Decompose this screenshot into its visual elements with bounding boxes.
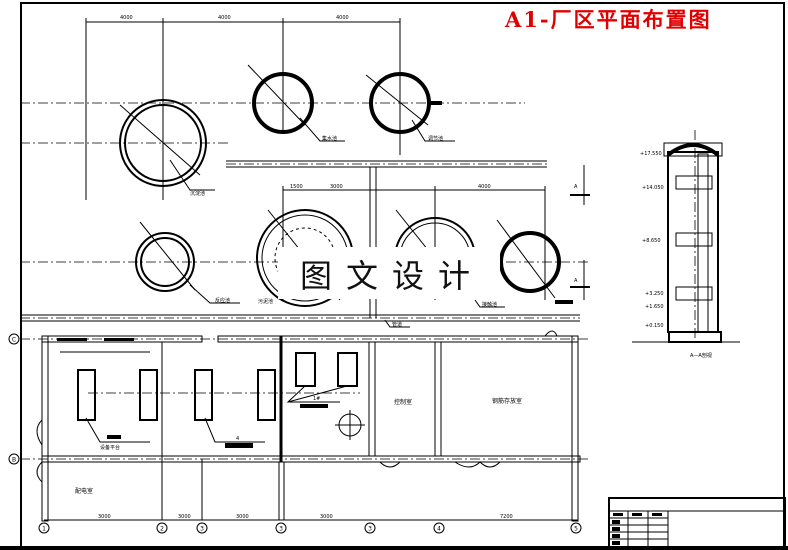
svg-text:3000: 3000 <box>320 514 333 520</box>
tag <box>300 404 328 408</box>
level-label: +8.650 <box>642 238 661 244</box>
dim-label: 4000 <box>336 15 349 21</box>
axis-bubble: 3 <box>364 522 376 534</box>
tank-3: 调节池 <box>365 72 455 142</box>
tank-2: 集水池 <box>247 64 345 142</box>
dim-label: 4000 <box>218 15 231 21</box>
svg-text:7200: 7200 <box>500 514 513 520</box>
axis-bubble: 3 <box>196 522 208 534</box>
row-axis-c: C <box>8 333 20 345</box>
bottom-dimensions: 3000 3000 3000 3000 7200 <box>98 514 513 520</box>
label-control-room: 控制室 <box>394 398 412 406</box>
level-label: +3.250 <box>645 291 664 297</box>
axis-bubble: 4 <box>433 522 445 534</box>
svg-text:2: 2 <box>160 526 164 533</box>
svg-text:5: 5 <box>574 526 578 533</box>
column-axes: 1 2 3 3 3 4 5 <box>38 522 582 534</box>
leader <box>85 417 150 443</box>
dim-label: 4000 <box>478 184 491 190</box>
row-axis-b: B <box>8 453 20 465</box>
svg-text:3: 3 <box>279 526 283 533</box>
watermark-box <box>278 247 500 299</box>
level-label: +1.650 <box>645 304 664 310</box>
tag <box>225 443 253 448</box>
svg-text:C: C <box>12 337 16 344</box>
svg-text:3000: 3000 <box>98 514 111 520</box>
dim-label: 3000 <box>330 184 343 190</box>
label-power-room: 配电室 <box>75 487 93 495</box>
watermark: 图文设计 <box>300 257 484 295</box>
svg-text:4: 4 <box>437 526 441 533</box>
leader <box>204 417 265 443</box>
dim-label: 4000 <box>120 15 133 21</box>
label-pipe: 管道 <box>392 321 402 328</box>
axis-bubble: 1 <box>38 522 50 534</box>
label-equipment-no: 4 <box>236 436 239 442</box>
svg-text:3: 3 <box>368 526 372 533</box>
label-tank-6: 接触池 <box>482 301 497 308</box>
label-tank-4: 反应池 <box>215 297 230 304</box>
label-tank-5: 污泥池 <box>258 298 273 305</box>
svg-text:3000: 3000 <box>178 514 191 520</box>
svg-text:3: 3 <box>200 526 204 533</box>
level-label: +0.150 <box>645 323 664 329</box>
label-storage-room: 钢筋存放室 <box>492 397 522 405</box>
bottom-border <box>0 546 788 550</box>
floor-plan <box>20 330 590 522</box>
svg-text:1: 1 <box>42 526 46 533</box>
label-equipment: 设备平台 <box>100 444 120 451</box>
pipe-lower: 管道 <box>20 314 580 328</box>
section-view: +17.550 +14.050 +8.650 +3.250 +1.650 +0.… <box>632 130 740 359</box>
dim-label: 1500 <box>290 184 303 190</box>
label-big-tank: 沉淀池 <box>190 190 205 197</box>
equipment-units <box>77 352 365 440</box>
big-tank: 沉淀池 <box>119 99 215 197</box>
label-tank-2: 集水池 <box>322 135 337 142</box>
tank-4: 反应池 <box>135 221 240 304</box>
label-tank-3: 调节池 <box>428 135 443 142</box>
section-mark-a-top: A A <box>570 165 590 300</box>
drawing-title: A1-厂区平面布置图 <box>504 7 712 32</box>
level-label: +17.550 <box>640 151 662 157</box>
section-caption: A—A剖视 <box>690 352 712 359</box>
tank-7 <box>496 219 573 304</box>
label-pump-no: 1# <box>313 396 320 402</box>
level-label: +14.050 <box>642 185 664 191</box>
axis-bubble: 3 <box>275 522 287 534</box>
top-dimension-line: 4000 4000 4000 <box>85 15 401 200</box>
svg-text:3000: 3000 <box>236 514 249 520</box>
tag <box>107 435 121 439</box>
axis-bubble: 2 <box>156 522 168 534</box>
svg-text:B: B <box>12 457 16 464</box>
section-letter: A <box>574 278 578 284</box>
axis-bubble: 5 <box>570 522 582 534</box>
section-letter: A <box>574 184 578 190</box>
title-block <box>608 497 786 548</box>
